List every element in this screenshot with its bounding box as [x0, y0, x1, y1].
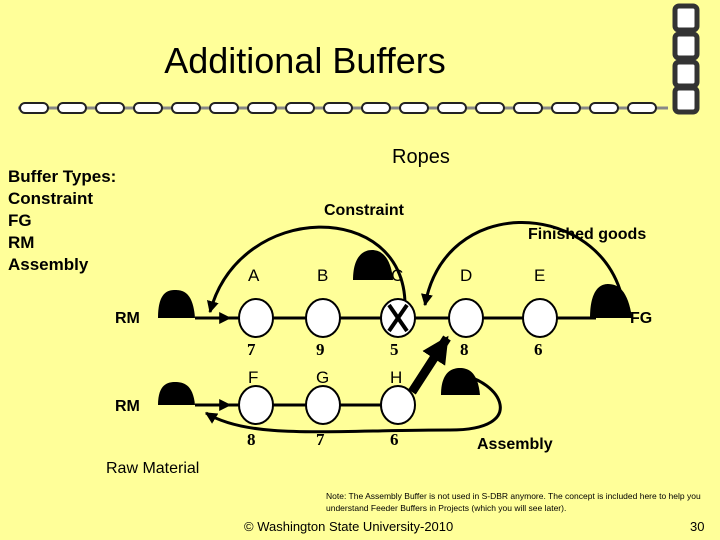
page-title: Additional Buffers [164, 40, 446, 81]
rope-constraint-to-rm [207, 225, 407, 314]
node-b-value: 9 [316, 340, 325, 359]
node-e-value: 6 [534, 340, 543, 359]
rm-bottom-bell-icon [158, 382, 195, 405]
node-f-value: 8 [247, 430, 256, 449]
constraint-label: Constraint [324, 202, 404, 219]
constraint-bell-icon [353, 250, 393, 280]
rope-fg-to-constraint [421, 221, 622, 307]
raw-material-label: Raw Material [106, 460, 200, 477]
page-number: 30 [690, 519, 705, 534]
node-c-value: 5 [390, 340, 399, 359]
node-g-value: 7 [316, 430, 325, 449]
buffer-type-item: FG [8, 211, 32, 230]
node-h [380, 385, 416, 425]
ropes-label: Ropes [392, 146, 450, 168]
footnote: Note: The Assembly Buffer is not used in… [326, 491, 701, 513]
buffer-types-heading: Buffer Types: [8, 167, 117, 186]
node-f [238, 385, 274, 425]
node-g [305, 385, 341, 425]
node-h-label: H [390, 368, 403, 387]
buffer-type-item: RM [8, 233, 35, 252]
node-a-value: 7 [247, 340, 256, 359]
buffer-type-item: Assembly [8, 255, 89, 274]
constraint-x-icon [387, 303, 409, 333]
rm-bottom-label: RM [115, 398, 140, 415]
node-d-label: D [460, 266, 473, 285]
assembly-bell-icon [441, 368, 480, 395]
assembly-arrow [408, 335, 451, 395]
node-b [305, 298, 341, 338]
fg-bell-icon [590, 284, 632, 318]
node-g-label: G [316, 368, 330, 387]
buffer-types-list: Buffer Types: Constraint FG RM Assembly [8, 166, 116, 276]
node-a [238, 298, 274, 338]
chain-icon [672, 3, 700, 115]
buffer-type-item: Constraint [8, 189, 93, 208]
rm-top-label: RM [115, 310, 140, 327]
node-d-value: 8 [460, 340, 469, 359]
node-c-label: C [391, 266, 404, 285]
node-e [522, 298, 558, 338]
fg-label: FG [630, 310, 653, 327]
copyright-footer: © Washington State University-2010 [244, 519, 454, 534]
chain-divider [18, 102, 668, 114]
bottom-row-nodes [238, 385, 416, 425]
rm-top-bell-icon [158, 290, 195, 318]
rope-assembly-to-rm [204, 373, 502, 434]
finished-goods-label: Finished goods [528, 226, 647, 243]
node-f-label: F [248, 368, 259, 387]
node-b-label: B [317, 266, 329, 285]
node-d [448, 298, 484, 338]
node-h-value: 6 [390, 430, 399, 449]
node-e-label: E [534, 266, 546, 285]
buffer-bell-icons [158, 250, 632, 405]
node-a-label: A [248, 266, 260, 285]
assembly-label: Assembly [477, 436, 553, 453]
